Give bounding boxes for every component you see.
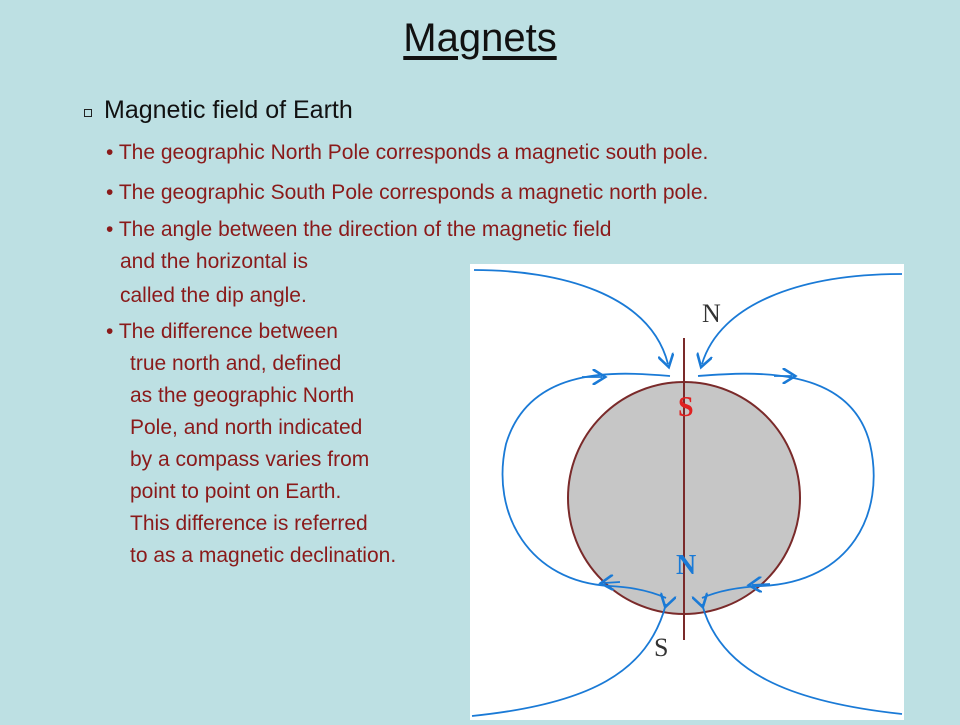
bullet-3-line-1: The angle between the direction of the m… [118,218,612,241]
geo-south-label: S [654,633,668,662]
bullet-4-line-5: by a compass varies from [130,448,370,471]
bullet-dot-icon: • [106,141,114,164]
square-bullet-icon [84,108,92,117]
field-line-outer-bottom-right [702,604,903,715]
bullet-4-line-4: Pole, and north indicated [130,416,363,439]
bullet-4-line-8: to as a magnetic declination. [130,544,397,567]
geo-north-label: N [702,299,721,328]
bullet-4: • The difference between [106,320,338,344]
mag-south-label: S [678,392,694,423]
bullet-dot-icon: • [106,181,114,204]
bullet-2: • The geographic South Pole corresponds … [106,181,708,205]
slide-title: Magnets [403,16,557,60]
bullet-4-line-3: as the geographic North [130,384,355,407]
mag-north-label: N [676,550,696,581]
earth-magnetic-field-diagram: N S S N [470,264,904,720]
section-heading-text: Magnetic field of Earth [104,96,353,124]
field-lines [471,269,903,717]
bullet-3-line-2: and the horizontal is [120,250,308,273]
bullet-3-line-3: called the dip angle. [120,284,307,307]
bullet-dot-icon: • [106,320,114,343]
diagram-svg: N S S N [471,269,903,717]
bullet-4-line-1: The difference between [118,320,338,343]
bullet-4-line-6: point to point on Earth. [130,480,342,503]
bullet-4-line-7: This difference is referred [130,512,368,535]
bullet-2-text: The geographic South Pole corresponds a … [118,181,709,204]
bullet-1-text: The geographic North Pole corresponds a … [118,141,709,164]
bullet-1: • The geographic North Pole corresponds … [106,141,708,165]
section-heading: Magnetic field of Earth [84,96,353,125]
field-line-outer-top-left [473,269,668,364]
bullet-3: • The angle between the direction of the… [106,218,611,242]
field-line-outer-top-right [702,273,903,364]
bullet-4-line-2: true north and, defined [130,352,342,375]
field-line-outer-bottom-left [471,604,666,717]
bullet-dot-icon: • [106,218,114,241]
